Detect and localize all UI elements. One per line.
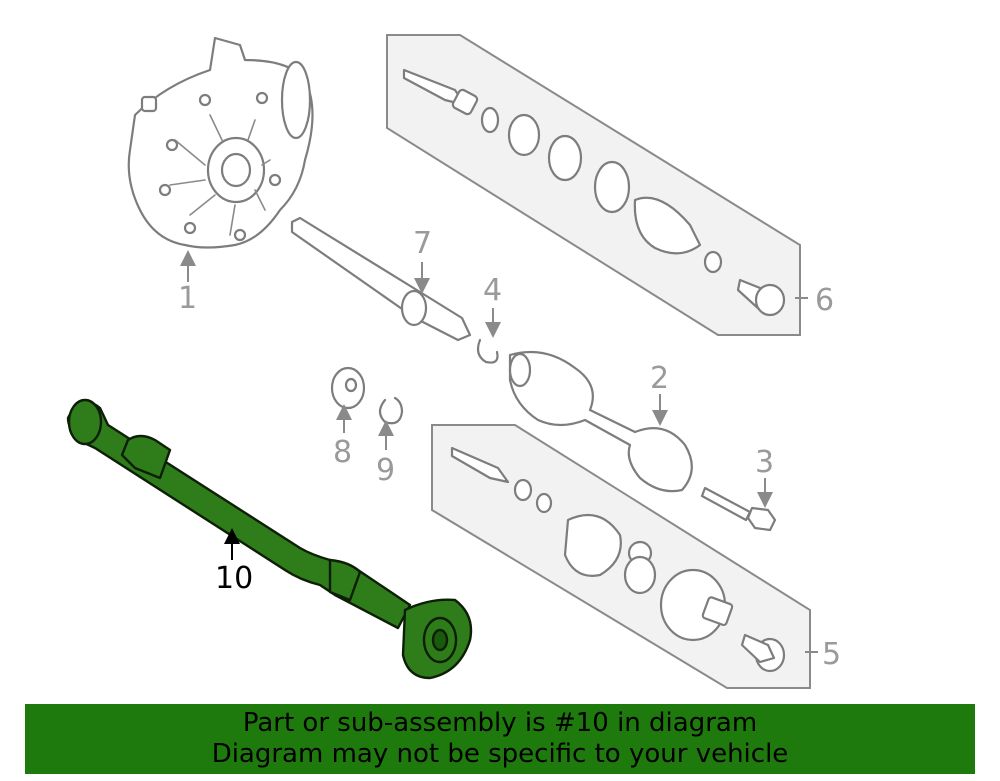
callout-6: 6 <box>815 283 834 318</box>
callout-1: 1 <box>178 281 197 316</box>
intermediate-shaft-7[interactable] <box>290 216 472 342</box>
callout-7: 7 <box>413 226 432 261</box>
callout-8: 8 <box>333 435 352 470</box>
driveshaft-10[interactable] <box>66 398 473 680</box>
callout-4: 4 <box>483 273 502 308</box>
banner-line-2: Diagram may not be specific to your vehi… <box>211 739 789 769</box>
half-shaft-2[interactable] <box>508 350 693 493</box>
callout-2: 2 <box>650 361 669 396</box>
differential-housing-1[interactable] <box>127 36 314 249</box>
snap-ring-4[interactable] <box>476 338 499 364</box>
banner-line-1: Part or sub-assembly is #10 in diagram <box>242 708 758 738</box>
parts-diagram: 1 7 4 2 3 8 9 6 5 10 <box>66 34 841 689</box>
washer-8[interactable] <box>330 366 366 410</box>
info-banner: Part or sub-assembly is #10 in diagram D… <box>25 704 975 774</box>
bolt-3[interactable] <box>700 486 777 532</box>
kit-panel-6[interactable] <box>386 34 801 336</box>
callout-10: 10 <box>215 561 253 596</box>
clip-9[interactable] <box>378 396 404 425</box>
callout-9: 9 <box>376 453 395 488</box>
callout-3: 3 <box>755 445 774 480</box>
kit-panel-5[interactable] <box>431 424 811 689</box>
callout-5: 5 <box>822 637 841 672</box>
